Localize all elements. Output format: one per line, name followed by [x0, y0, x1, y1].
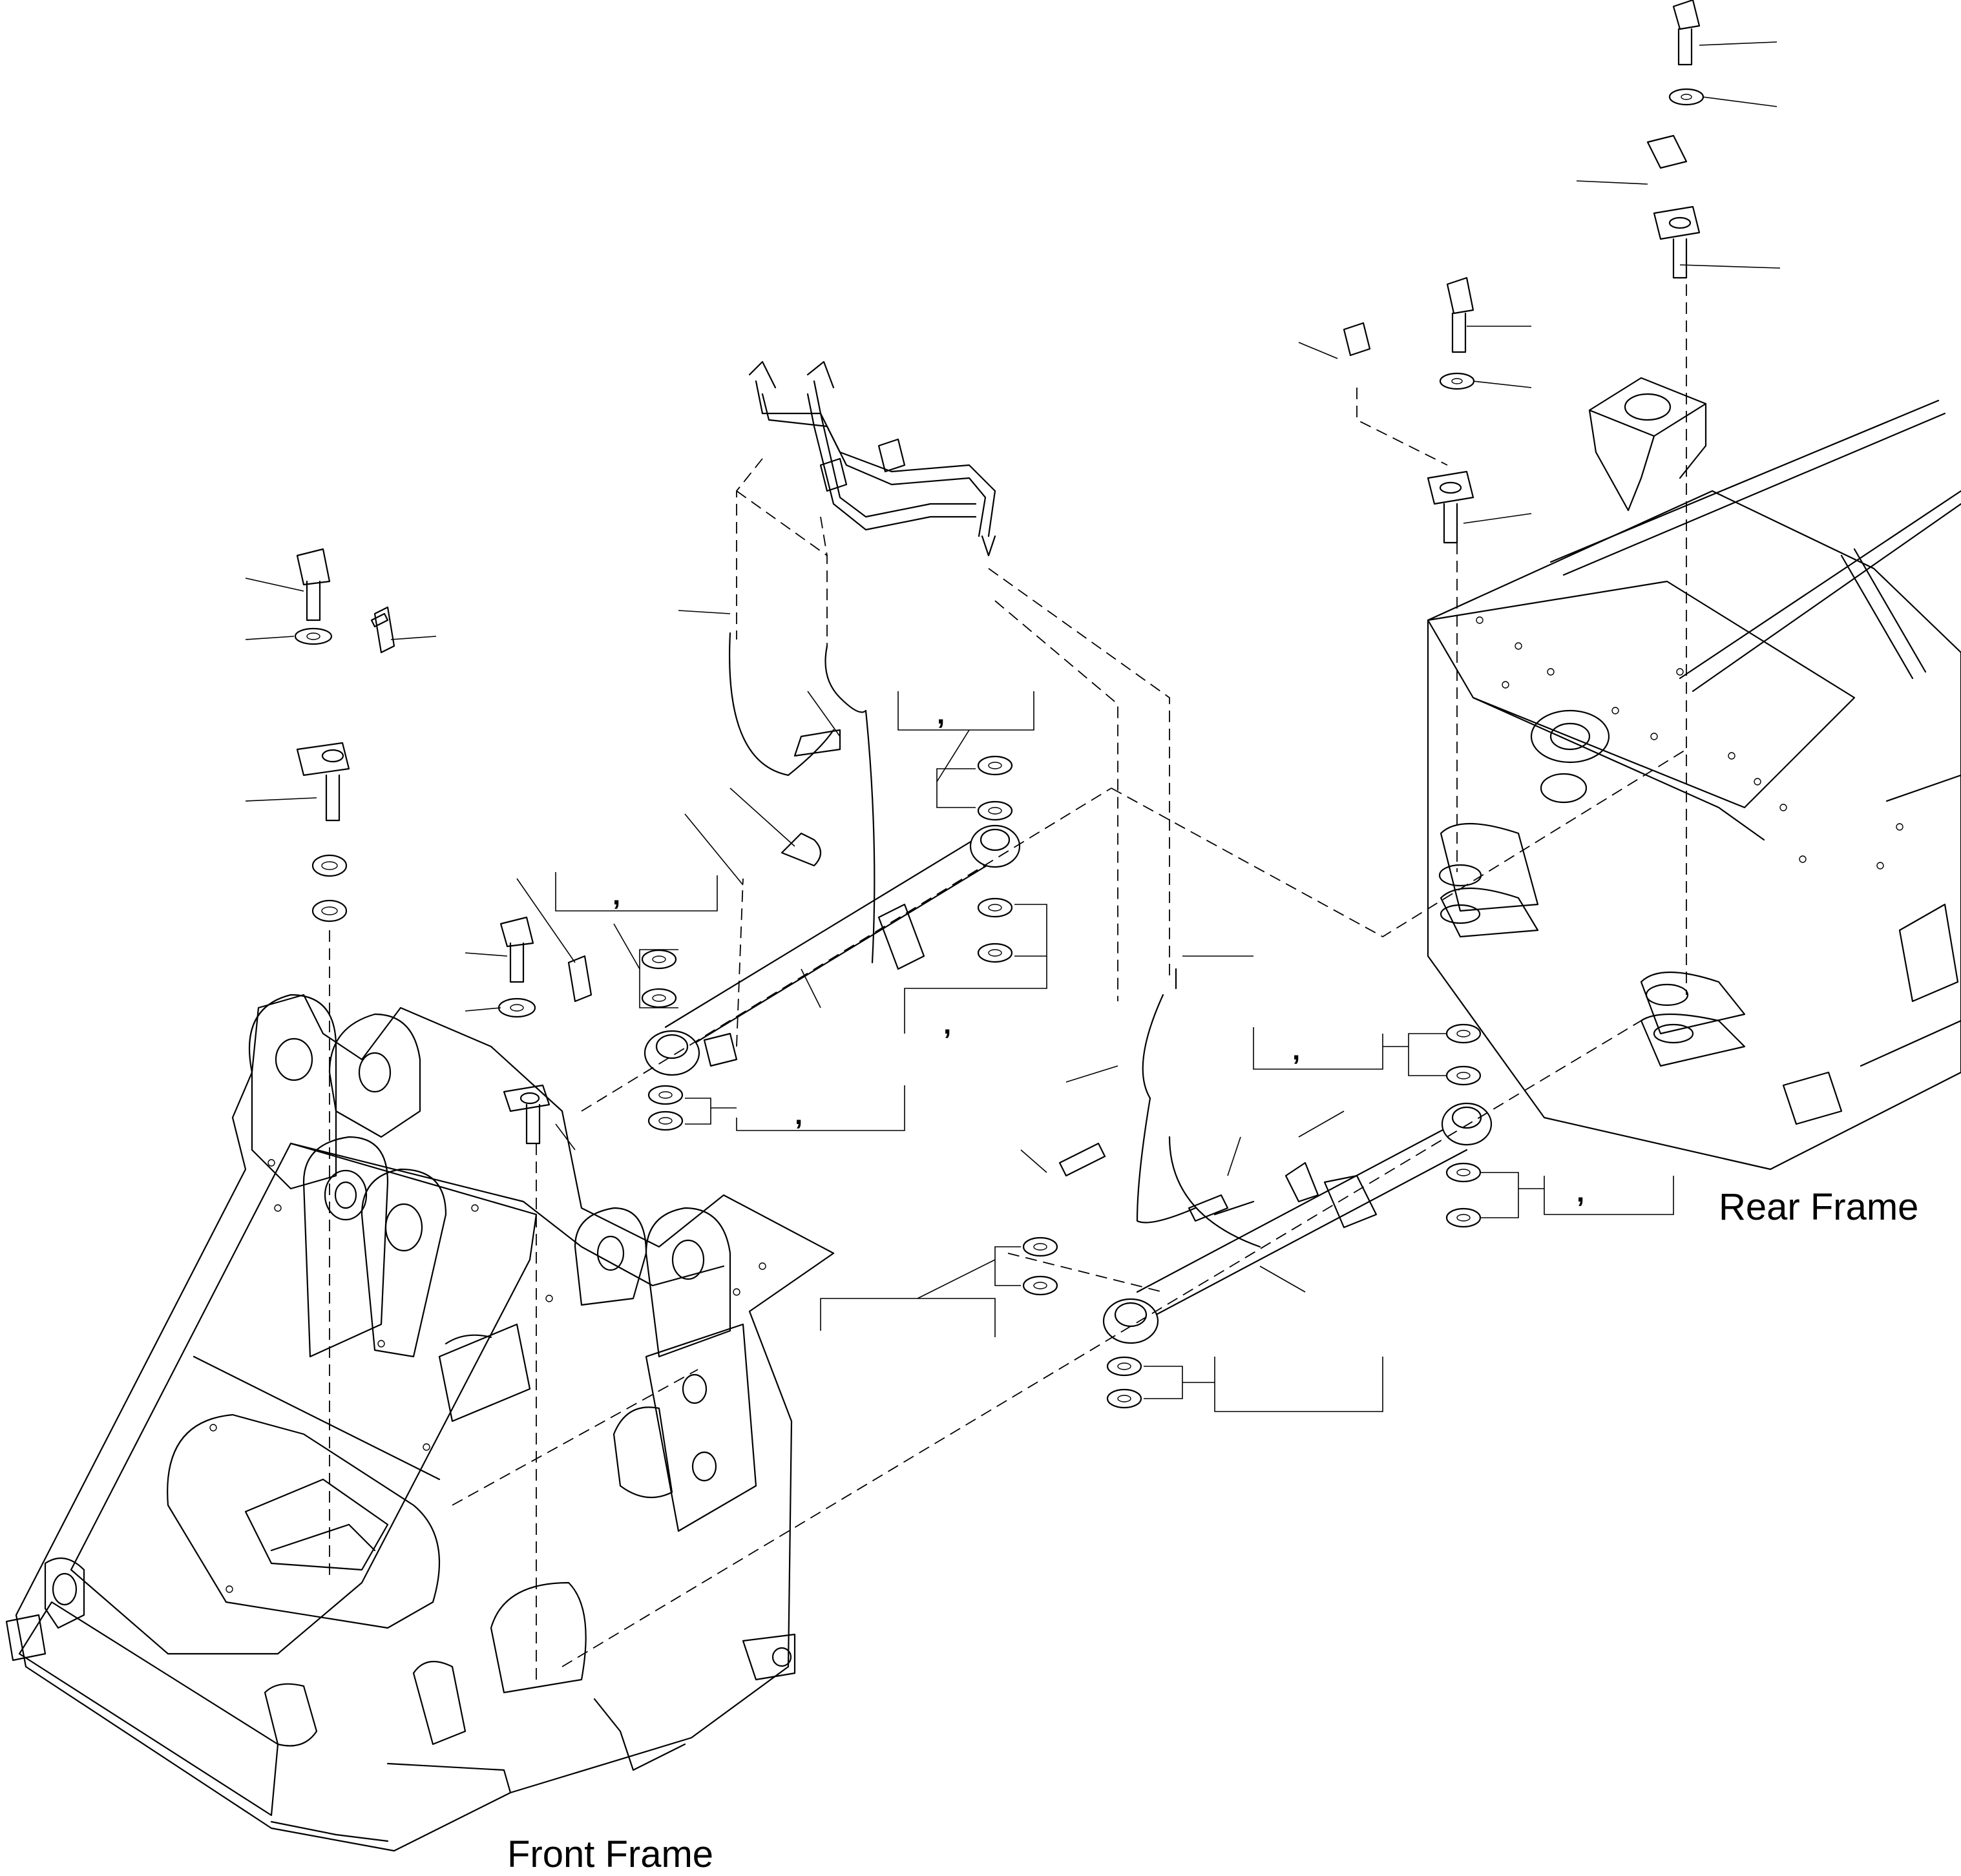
- steering-cylinder-lower: [1102, 1102, 1493, 1344]
- front-frame-label: Front Frame: [507, 1833, 713, 1875]
- hardware-front-center-stack: [498, 916, 592, 1145]
- bracket-separator: ,: [943, 1008, 951, 1040]
- hardware-top-right-stack: [1343, 0, 1704, 544]
- washer-pairs: [641, 755, 1482, 1409]
- hoses: [729, 632, 1261, 1248]
- bracket-separator: ,: [795, 1099, 802, 1131]
- hardware-left-stack: [294, 548, 395, 922]
- bracket-separator: ,: [1292, 1034, 1300, 1066]
- hydraulic-tube-assembly: [748, 360, 996, 557]
- bracket-separator: ,: [1577, 1176, 1584, 1208]
- front-frame-assembly: [5, 994, 835, 1852]
- rear-frame-assembly: [1427, 377, 1961, 1171]
- rear-frame-label: Rear Frame: [1719, 1186, 1918, 1228]
- steering-cylinder-upper: [644, 824, 1021, 1076]
- bracket-separator-commas: , , , , , ,: [613, 698, 1584, 1208]
- bracket-separator: ,: [937, 698, 945, 730]
- callout-brackets: [245, 41, 1781, 1412]
- assembly-centerlines: [329, 284, 1687, 1680]
- bracket-separator: ,: [613, 879, 620, 911]
